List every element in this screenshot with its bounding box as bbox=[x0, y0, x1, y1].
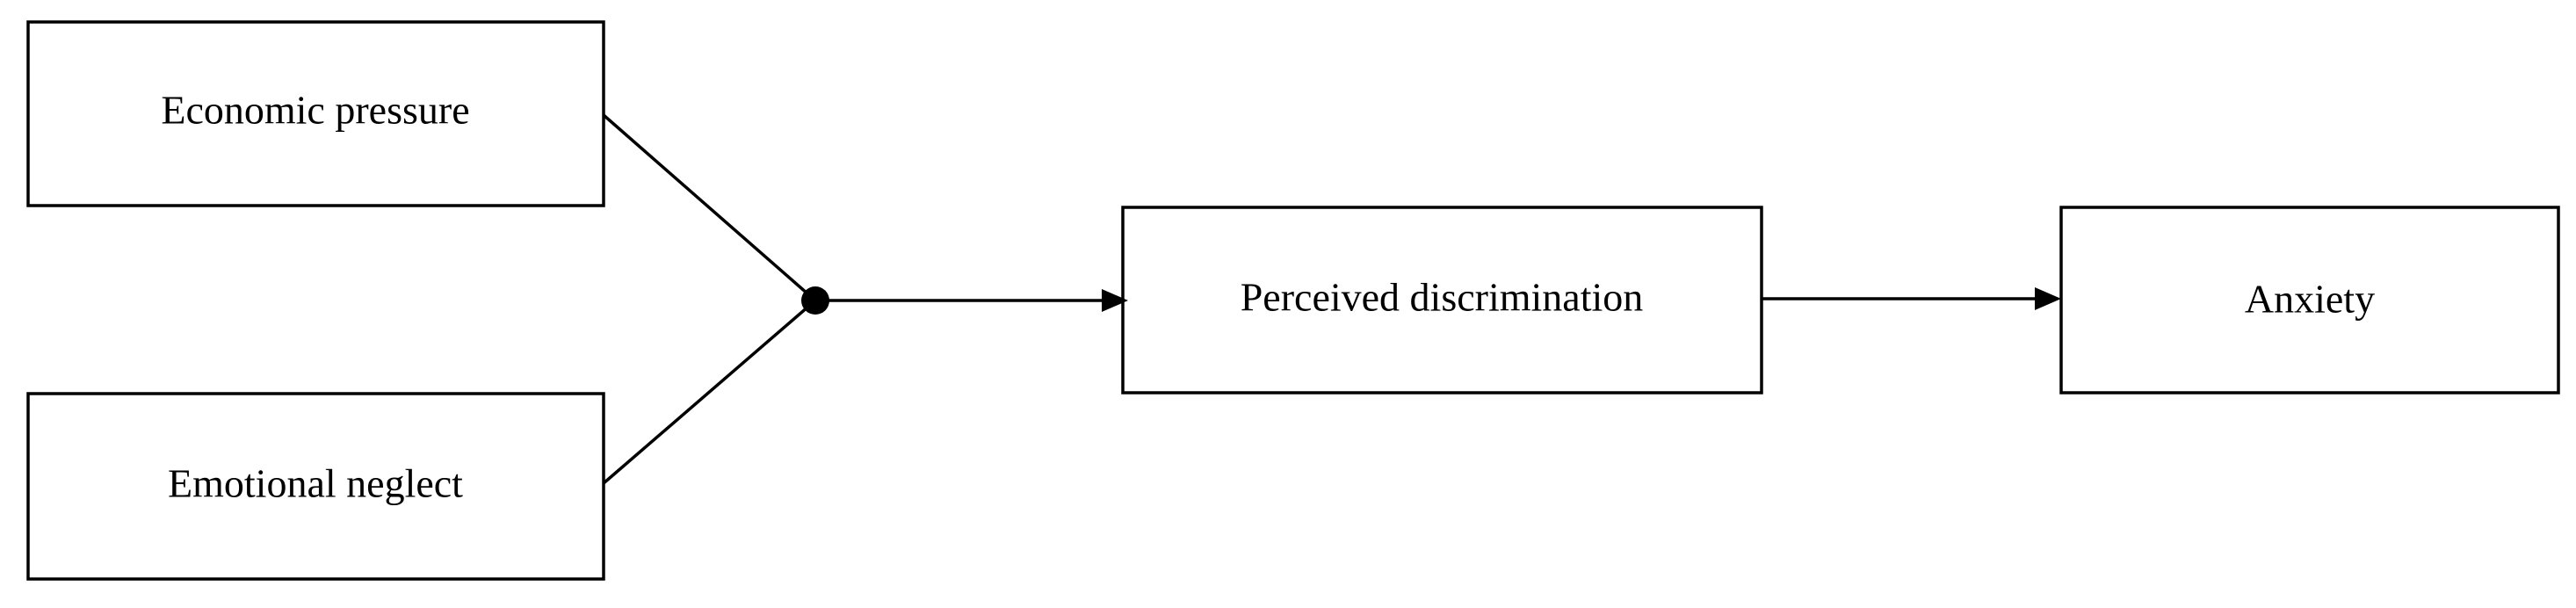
node-perceived-discrimination: Perceived discrimination bbox=[1121, 206, 1763, 394]
edge-economic-pressure-to-junction bbox=[602, 113, 817, 302]
node-emotional-neglect: Emotional neglect bbox=[26, 392, 605, 581]
arrowhead-anxiety bbox=[2035, 287, 2061, 310]
edge-emotional-neglect-to-junction bbox=[602, 299, 817, 485]
node-anxiety: Anxiety bbox=[2059, 206, 2560, 394]
node-economic-pressure-box bbox=[26, 20, 605, 207]
node-perceived-discrimination-box bbox=[1121, 206, 1763, 394]
node-anxiety-label: Anxiety bbox=[2245, 277, 2375, 322]
node-emotional-neglect-box bbox=[26, 392, 605, 581]
node-anxiety-box bbox=[2059, 206, 2560, 394]
arrowhead-perceived-discrimination bbox=[1102, 289, 1128, 312]
node-economic-pressure: Economic pressure bbox=[26, 20, 605, 207]
node-perceived-discrimination-label: Perceived discrimination bbox=[1241, 275, 1644, 320]
node-emotional-neglect-label: Emotional neglect bbox=[168, 461, 463, 506]
edge-perceived-discrimination-to-anxiety bbox=[1762, 287, 2061, 310]
node-economic-pressure-label: Economic pressure bbox=[161, 88, 469, 133]
edge-junction-to-perceived-discrimination bbox=[815, 289, 1128, 312]
